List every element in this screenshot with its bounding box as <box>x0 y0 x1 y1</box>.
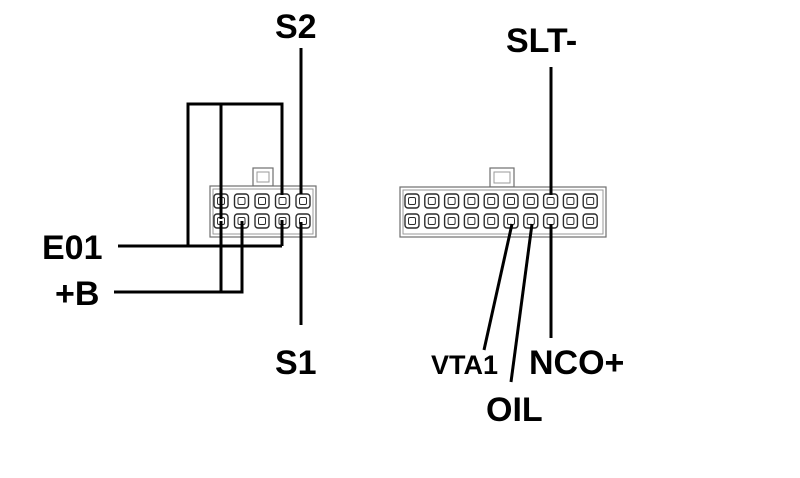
right-connector-pin-terminal <box>487 197 496 205</box>
left-connector-pin <box>274 193 291 209</box>
wire-vta1 <box>482 223 514 351</box>
label-slt-minus: SLT- <box>506 22 577 60</box>
right-connector-pin <box>404 193 420 209</box>
right-connector-pin <box>463 193 480 209</box>
right-connector <box>399 167 607 238</box>
right-connector-latch <box>489 167 515 188</box>
right-connector-pin-terminal <box>526 197 535 205</box>
right-connector-pin-terminal <box>447 197 456 205</box>
right-connector-pin-terminal <box>467 217 476 225</box>
label-oil: OIL <box>486 391 543 429</box>
right-connector-pin <box>483 193 499 209</box>
right-connector-pin <box>542 213 559 229</box>
right-connector-pins <box>404 193 598 229</box>
right-connector-pin <box>542 193 559 209</box>
left-connector-pin <box>254 193 270 209</box>
right-connector-pin-terminal <box>408 197 416 205</box>
right-connector-pin <box>443 213 460 229</box>
left-connector-pin-terminal <box>299 197 307 205</box>
label-e01: E01 <box>42 229 103 267</box>
label-s1: S1 <box>275 344 317 382</box>
label-nco-plus: NCO+ <box>529 344 624 382</box>
right-connector-pin-terminal <box>566 197 575 205</box>
right-connector-pin-terminal <box>566 217 575 225</box>
left-connector-pin-terminal <box>278 197 287 205</box>
right-connector-pin-terminal <box>546 197 555 205</box>
right-connector-pin <box>523 193 539 209</box>
left-connector-pin <box>295 193 311 209</box>
right-connector-pin <box>463 213 480 229</box>
label-plus-b: +B <box>55 275 99 313</box>
label-vta1: VTA1 <box>431 350 498 380</box>
left-connector-latch <box>252 167 274 187</box>
right-connector-pin <box>582 213 598 229</box>
left-connector-pin-terminal <box>237 197 246 205</box>
right-connector-pin <box>582 193 598 209</box>
right-connector-pin-terminal <box>467 197 476 205</box>
wire-e01-bus <box>118 102 284 248</box>
right-connector-pin-terminal <box>546 217 555 225</box>
right-connector-pin-terminal <box>507 217 515 225</box>
right-connector-pin <box>503 193 519 209</box>
wire-oil <box>509 223 534 383</box>
right-connector-pin <box>483 213 499 229</box>
left-connector-pin <box>254 213 270 229</box>
left-connector-pin-terminal <box>258 217 266 225</box>
label-s2: S2 <box>275 8 317 46</box>
wire-plus-b <box>114 221 244 294</box>
right-connector-pin-terminal <box>526 217 535 225</box>
right-connector-pin <box>404 213 420 229</box>
right-connector-pin-terminal <box>427 217 436 225</box>
right-connector-pin <box>562 193 579 209</box>
right-connector-pin <box>424 213 440 229</box>
right-connector-pin-terminal <box>487 217 496 225</box>
right-connector-pin-terminal <box>408 217 416 225</box>
right-connector-pin <box>523 213 539 229</box>
right-connector-pin-terminal <box>586 197 595 205</box>
left-connector-pin <box>233 193 250 209</box>
right-connector-pin-terminal <box>447 217 456 225</box>
right-connector-pin-terminal <box>507 197 515 205</box>
right-connector-pin-terminal <box>427 197 436 205</box>
right-connector-pin <box>443 193 460 209</box>
right-connector-pin <box>562 213 579 229</box>
right-connector-pin-terminal <box>586 217 595 225</box>
left-connector-pin <box>295 213 311 229</box>
left-connector-pin-terminal <box>258 197 266 205</box>
right-connector-pin <box>424 193 440 209</box>
